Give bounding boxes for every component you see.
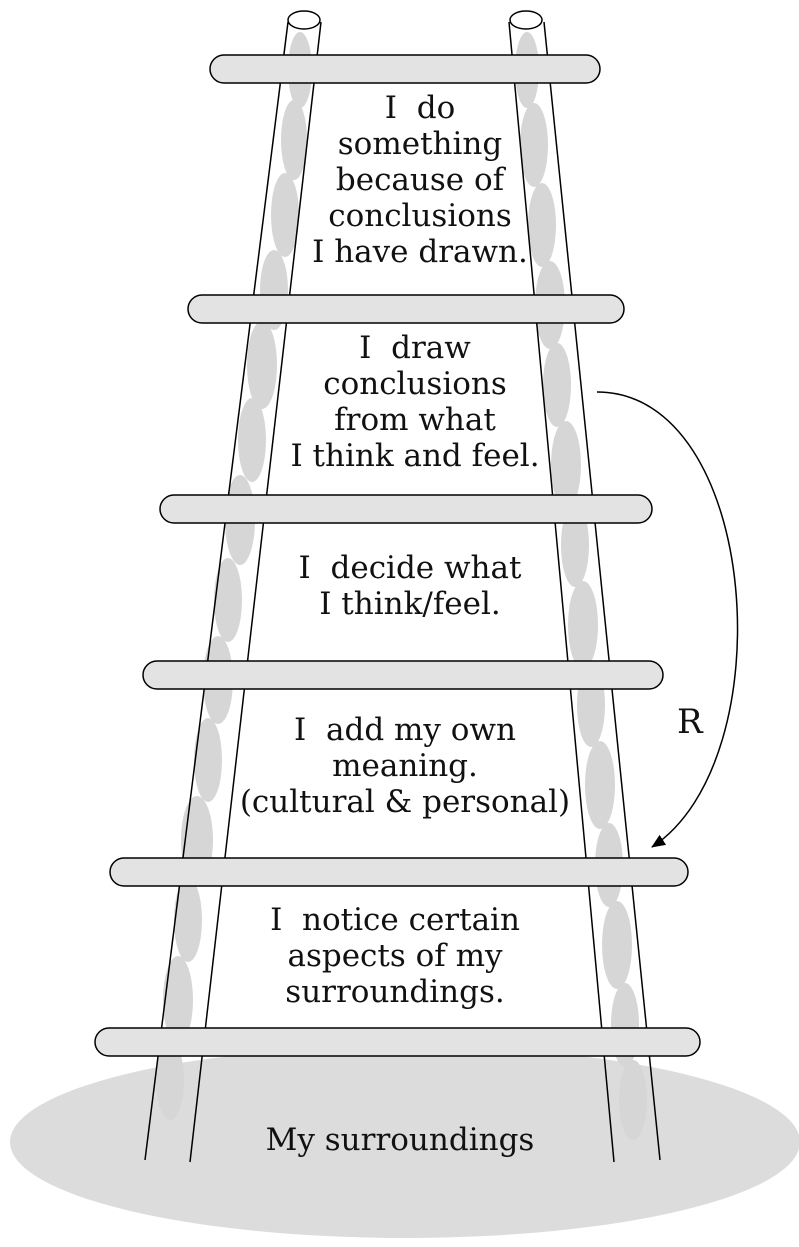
rung-3 (159, 494, 653, 524)
rung-text-conclude: I draw conclusions from what I think and… (290, 330, 540, 474)
rung-text-notice: I notice certain aspects of my surroundi… (270, 902, 520, 1010)
rung-5 (109, 857, 689, 887)
rung-4 (142, 660, 664, 690)
rung-text-meaning: I add my own meaning. (cultural & person… (239, 712, 571, 820)
rung-1 (209, 54, 601, 84)
rung-6 (94, 1027, 701, 1057)
ground-ellipse (10, 1046, 799, 1238)
right-rail (508, 21, 661, 1163)
reflexive-loop-arrow (596, 391, 739, 848)
rungs (94, 54, 701, 1057)
rung-text-decide: I decide what I think/feel. (298, 550, 522, 622)
rung-text-act: I do something because of conclusions I … (312, 90, 528, 270)
ground-label: My surroundings (265, 1122, 535, 1158)
right-rail-cap (509, 10, 543, 30)
reflexive-loop-label: R (677, 702, 703, 742)
rung-2 (187, 294, 625, 324)
left-rail-cap (287, 10, 321, 30)
left-rail (144, 21, 322, 1163)
